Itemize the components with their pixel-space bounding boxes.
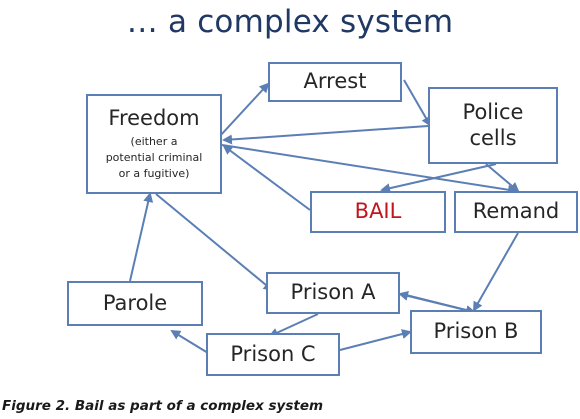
remand-label: Remand [472,199,560,224]
arrow-freedom-to-remand [221,144,518,195]
bail-label: BAIL [354,199,402,224]
arrow-freedom-to-prison-a [155,193,274,292]
arrow-remand-to-prison-b [473,232,519,312]
node-arrest: Arrest [268,62,402,102]
arrow-freedom-to-arrest [219,82,270,137]
arrow-police-to-freedom [222,125,429,145]
node-police-cells: Police cells [428,87,558,164]
diagram-title: … a complex system [126,4,454,40]
parole-label: Parole [102,290,168,315]
figure-caption: Figure 2. Bail as part of a complex syst… [2,398,324,414]
node-parole: Parole [67,281,203,326]
police-label-line-2: cells [469,125,517,150]
freedom-sub-line-3: or a fugitive) [118,166,190,180]
arrow-prison-a-to-prison-c [268,313,319,338]
node-prison-c: Prison C [206,333,340,376]
freedom-sub-line-1: (either a [130,135,178,149]
arrow-prison-b-to-prison-a [398,291,475,313]
arrow-parole-to-freedom [129,192,154,282]
arrow-arrest-to-police [403,79,432,127]
arrow-bail-to-freedom [222,144,311,211]
arrow-police-to-bail [380,163,497,194]
prison-b-label: Prison B [433,319,519,344]
node-prison-a: Prison A [266,272,400,314]
node-prison-b: Prison B [410,310,542,354]
node-bail: BAIL [310,191,446,233]
node-freedom: Freedom (either a potential criminal or … [86,94,222,194]
prison-c-label: Prison C [230,341,316,366]
arrest-label: Arrest [303,69,367,94]
freedom-sub-line-2: potential criminal [105,151,203,165]
node-remand: Remand [454,191,578,233]
arrow-prison-c-to-parole [170,329,209,354]
prison-a-label: Prison A [290,280,376,305]
police-label-line-1: Police [462,100,524,125]
arrow-prison-c-to-prison-b [339,329,412,351]
freedom-label: Freedom [108,106,200,131]
